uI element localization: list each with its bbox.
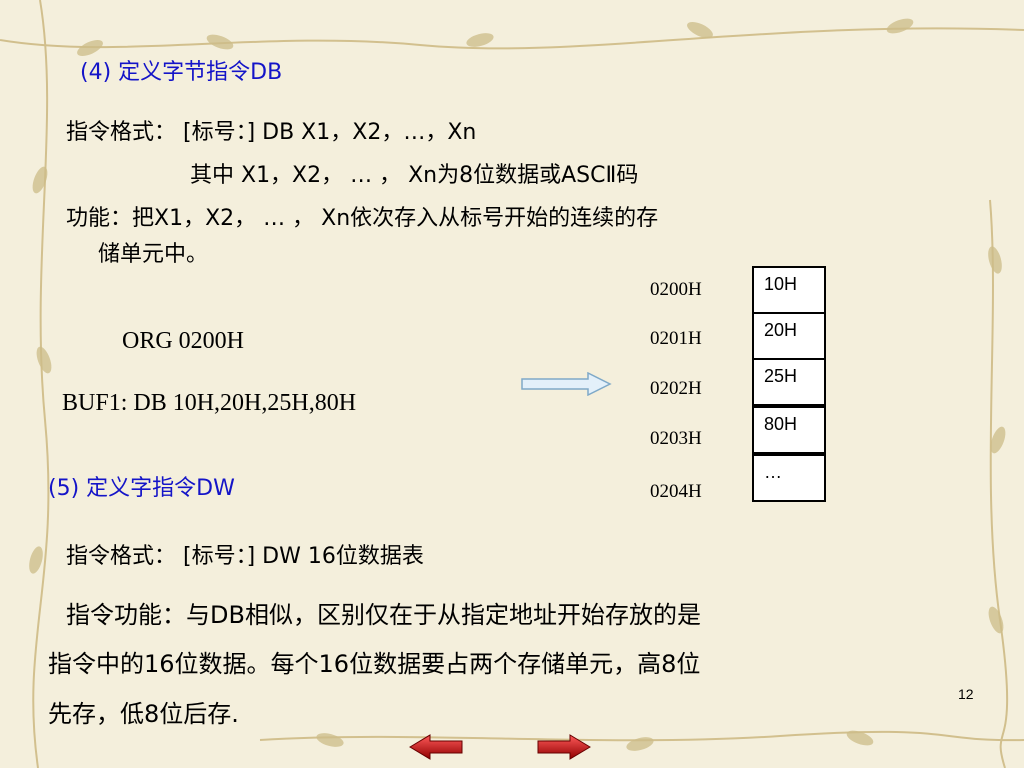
page-number: 12 xyxy=(958,686,974,702)
function-db-line2: 储单元中。 xyxy=(98,242,209,267)
memory-address: 0204H xyxy=(650,481,702,502)
memory-cell: 10H xyxy=(752,266,826,314)
memory-cell: 80H xyxy=(752,406,826,454)
next-arrow-icon[interactable] xyxy=(536,734,592,760)
memory-cell: 25H xyxy=(752,358,826,406)
memory-address: 0202H xyxy=(650,378,702,399)
memory-address: 0201H xyxy=(650,328,702,349)
format-dw: 指令格式： [标号：] DW 16位数据表 xyxy=(66,544,424,569)
right-arrow-icon xyxy=(521,372,612,396)
prev-arrow-icon[interactable] xyxy=(408,734,464,760)
where-db: 其中 X1，X2， … ， Xn为8位数据或ASCⅡ码 xyxy=(190,163,639,188)
heading-db: (4) 定义字节指令DB xyxy=(80,60,283,85)
memory-address: 0200H xyxy=(650,279,702,300)
function-db-line1: 功能：把X1，X2， … ， Xn依次存入从标号开始的连续的存 xyxy=(66,206,659,231)
memory-cell: … xyxy=(752,454,826,502)
function-dw-line1: 指令功能：与DB相似，区别仅在于从指定地址开始存放的是 xyxy=(66,601,701,629)
function-dw-line3: 先存，低8位后存. xyxy=(48,700,239,728)
heading-dw: (5) 定义字指令DW xyxy=(48,476,235,501)
code-buf: BUF1: DB 10H,20H,25H,80H xyxy=(62,390,357,416)
function-dw-line2: 指令中的16位数据。每个16位数据要占两个存储单元，高8位 xyxy=(48,650,701,678)
memory-cell: 20H xyxy=(752,312,826,360)
memory-address: 0203H xyxy=(650,428,702,449)
format-db: 指令格式： [标号：] DB X1，X2，…，Xn xyxy=(66,120,477,145)
code-org: ORG 0200H xyxy=(122,328,245,354)
